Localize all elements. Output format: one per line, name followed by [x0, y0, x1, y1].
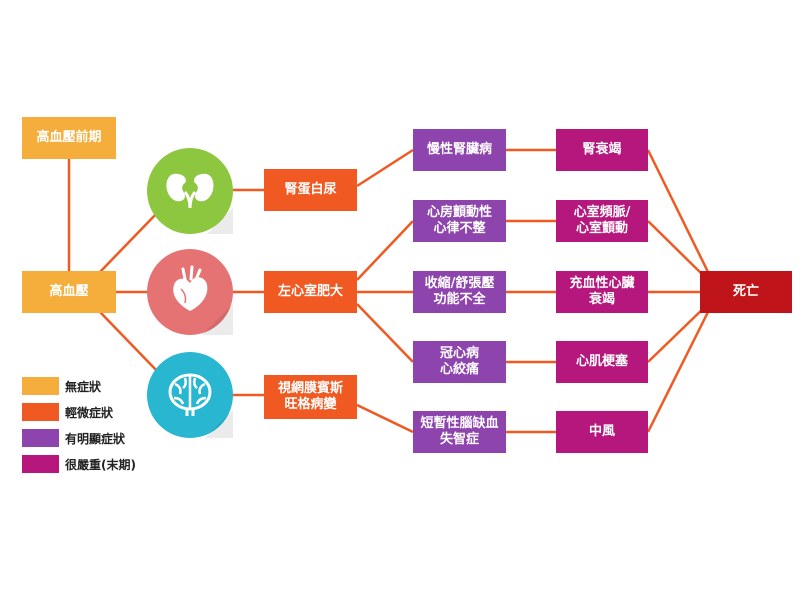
kidney-circle [147, 148, 233, 234]
node-vt: 心室頻脈/ 心室顫動 [556, 200, 648, 242]
node-lvh: 左心室肥大 [264, 271, 357, 313]
node-ckd: 慢性腎臟病 [413, 129, 506, 171]
node-dysfunction: 收縮/舒張壓 功能不全 [413, 271, 506, 313]
node-afib: 心房顫動性 心律不整 [413, 200, 506, 242]
legend-item: 很嚴重(末期) [22, 454, 136, 474]
node-renal-failure: 腎衰竭 [556, 129, 648, 171]
legend-label: 很嚴重(末期) [65, 457, 136, 472]
brain-icon [168, 373, 233, 438]
legend-label: 無症狀 [65, 379, 102, 394]
node-stroke: 中風 [556, 411, 648, 453]
kidneys-icon [166, 173, 233, 234]
node-prehypertension: 高血壓前期 [22, 117, 116, 159]
legend-label: 有明顯症狀 [65, 431, 126, 446]
legend-item: 輕微症狀 [22, 402, 113, 422]
legend-label: 輕微症狀 [65, 405, 114, 420]
heart-circle [147, 249, 233, 335]
node-chf: 充血性心臟 衰竭 [556, 271, 648, 313]
node-cad: 冠心病 心絞痛 [413, 341, 506, 383]
node-retinopathy: 視網膜賓斯 旺格病變 [264, 375, 357, 419]
legend-swatch [22, 403, 59, 421]
legend-item: 有明顯症狀 [22, 428, 125, 448]
legend-swatch [22, 429, 59, 447]
node-death: 死亡 [700, 271, 792, 313]
node-dementia: 短暫性腦缺血 失智症 [413, 411, 506, 453]
legend-swatch [22, 377, 59, 395]
node-hypertension: 高血壓 [22, 271, 116, 313]
heart-icon [173, 265, 233, 335]
brain-circle [147, 352, 233, 438]
node-mi: 心肌梗塞 [556, 341, 648, 383]
legend-item: 無症狀 [22, 376, 101, 396]
node-proteinuria: 腎蛋白尿 [264, 169, 357, 211]
legend-swatch [22, 455, 59, 473]
